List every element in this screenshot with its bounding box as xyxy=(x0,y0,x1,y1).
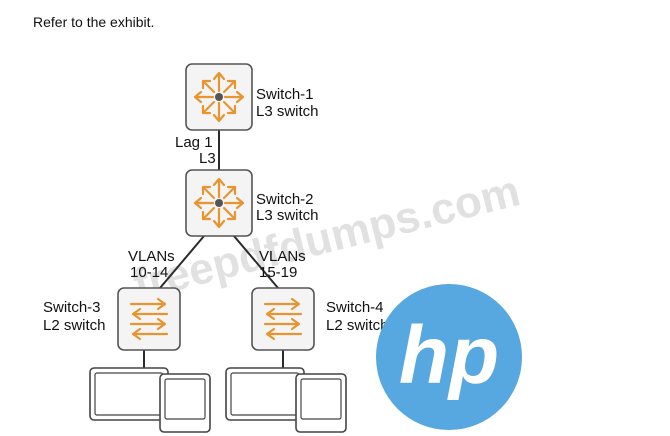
switch-4-node xyxy=(251,287,315,351)
link-label-vlans-right-range: 15-19 xyxy=(259,264,297,281)
switch-3-name: Switch-3 xyxy=(43,299,101,316)
workstation-group-left xyxy=(89,367,211,433)
switch-3-node xyxy=(117,287,181,351)
workstation-group-right xyxy=(225,367,347,433)
link-label-lag: Lag 1 xyxy=(175,134,213,151)
hp-logo-text: hp xyxy=(399,310,499,401)
link-label-vlans-left-range: 10-14 xyxy=(130,264,168,281)
switch-1-node xyxy=(185,63,253,131)
prompt-text: Refer to the exhibit. xyxy=(33,14,154,30)
link-switch2-switch4 xyxy=(233,235,279,289)
switch-4-role: L2 switch xyxy=(326,317,389,334)
link-label-vlans-left: VLANs xyxy=(128,248,175,265)
switch-2-node xyxy=(185,169,253,237)
hp-logo: hp xyxy=(376,284,522,430)
link-label-l3: L3 xyxy=(199,150,216,167)
switch-4-name: Switch-4 xyxy=(326,299,384,316)
link-label-vlans-right: VLANs xyxy=(259,248,306,265)
switch-2-role: L3 switch xyxy=(256,207,319,224)
link-switch2-switch3 xyxy=(159,235,205,289)
switch-1-name: Switch-1 xyxy=(256,86,314,103)
switch-1-role: L3 switch xyxy=(256,103,319,120)
switch-3-role: L2 switch xyxy=(43,317,106,334)
switch-2-name: Switch-2 xyxy=(256,191,314,208)
